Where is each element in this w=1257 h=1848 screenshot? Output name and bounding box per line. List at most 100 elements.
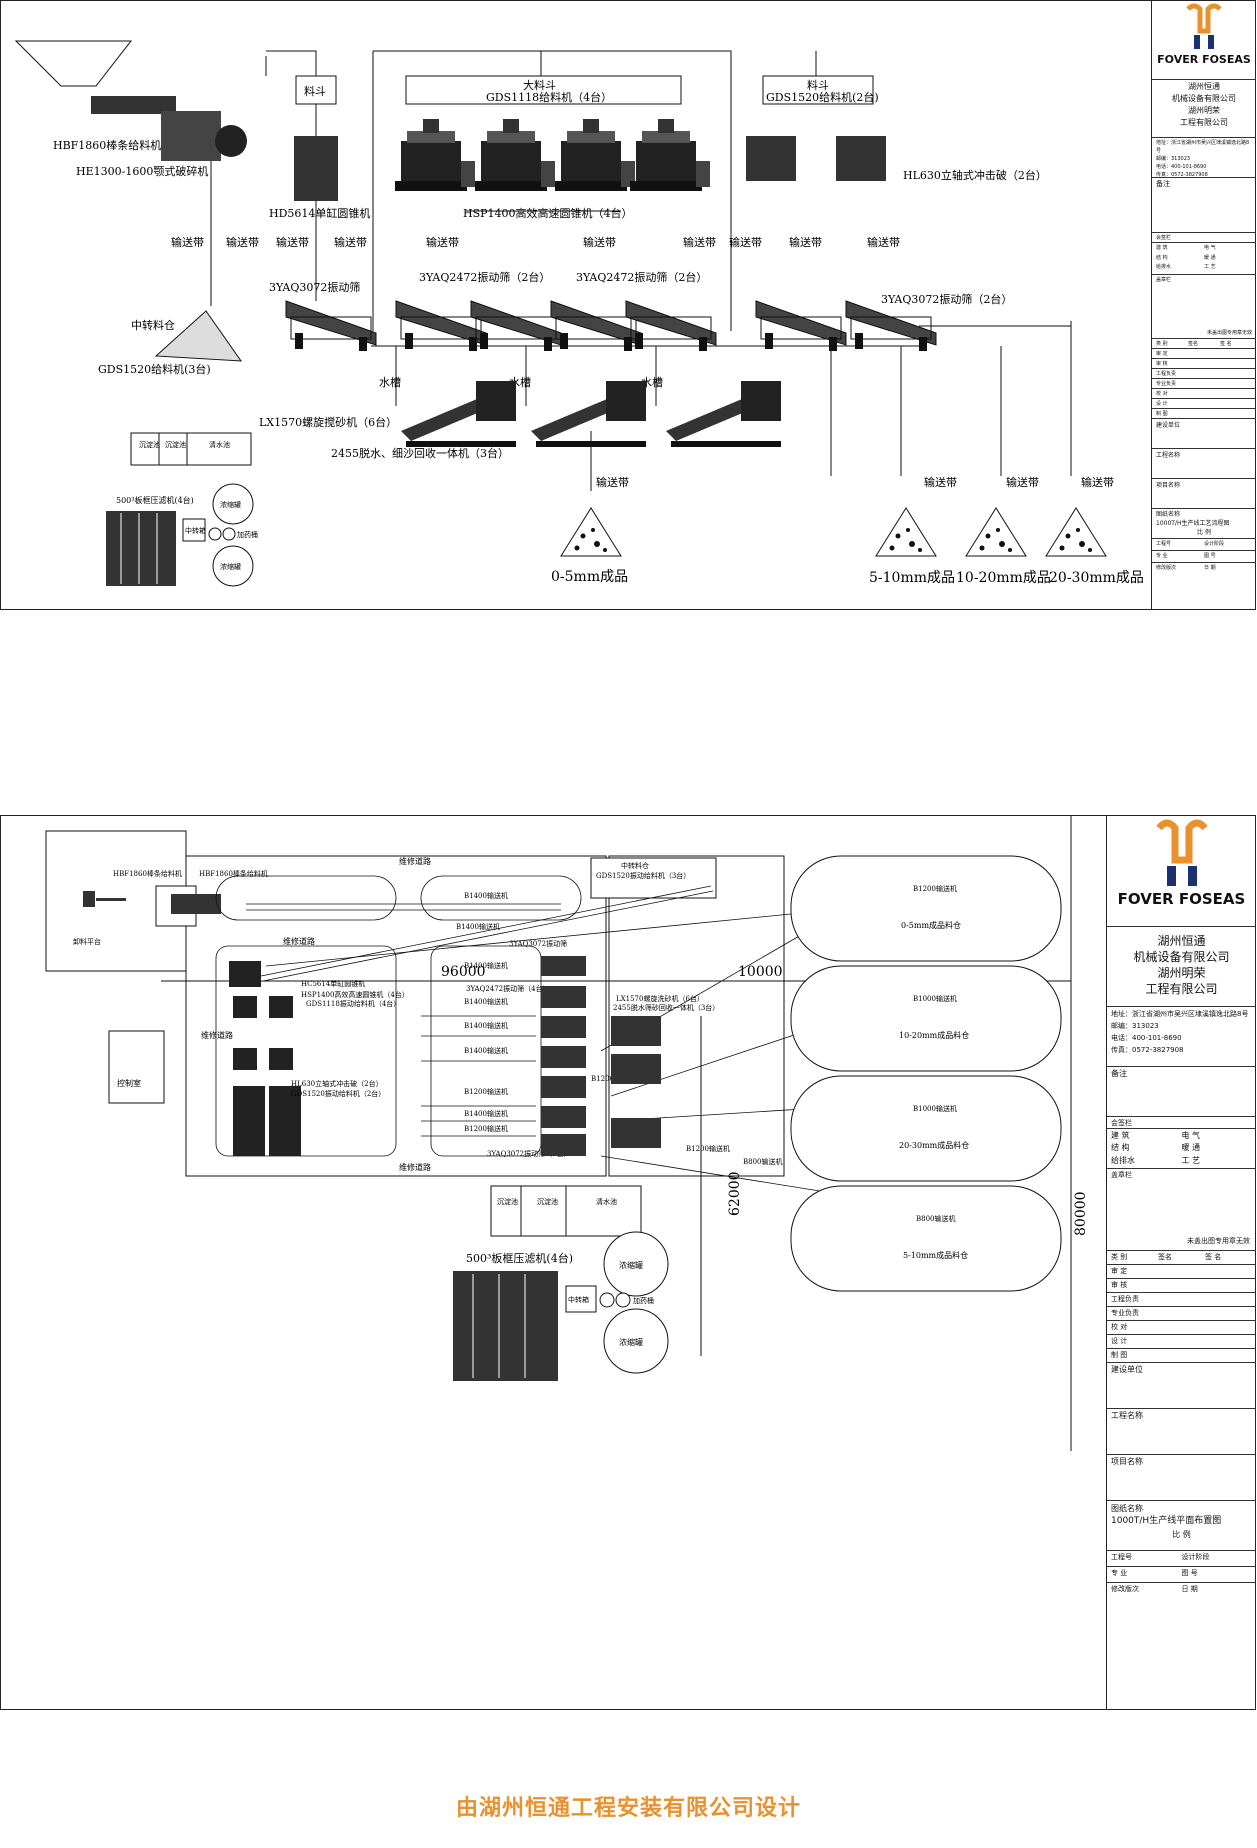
- hopper2-label: 料斗: [807, 78, 829, 92]
- big-hopper: [405, 75, 682, 105]
- belt-label: 输送带: [1006, 475, 1039, 489]
- thickener-plan-1: [603, 1231, 669, 1297]
- filter-plan-label: 500³板框压滤机(4台): [466, 1251, 573, 1265]
- platform-label: 卸料平台: [73, 937, 101, 946]
- project-field-2: 工程名称: [1107, 1409, 1256, 1455]
- control-room: [108, 1030, 165, 1104]
- gds1118-plan-label: GDS1118振动给料机（4台）: [306, 999, 400, 1008]
- yaq3072a-label: 3YAQ3072振动筛: [269, 280, 360, 294]
- dosing-label: 加药桶: [237, 530, 258, 539]
- filter-press-plan: [453, 1271, 558, 1381]
- screen-plan-label: 3YAQ3072振动筛: [509, 939, 567, 948]
- belt-label: 输送带: [226, 235, 259, 249]
- vsi-crusher-1: [746, 136, 796, 181]
- conveyor-label: B1400输送机: [456, 922, 500, 931]
- stamp-area: 盖章栏 未盖出图专用章无效: [1152, 275, 1256, 339]
- product-20-30: 20-30mm成品: [1049, 570, 1144, 586]
- thickener-1: [212, 483, 254, 525]
- plan-layout-diagram: 96000 10000 50000 62000 80000 HBF1860棒条给…: [45, 816, 1089, 1451]
- hsp-cone-3: [555, 119, 635, 191]
- transfer-bin-label: 中转料仓: [621, 861, 649, 870]
- transfer-box-label: 中转箱: [185, 526, 206, 535]
- product-5-10: 5-10mm成品: [869, 570, 955, 586]
- conveyor-label: B800输送机: [916, 1214, 956, 1223]
- yaq2472a-label: 3YAQ2472振动筛（2台）: [419, 270, 550, 284]
- road-label: 维修道路: [201, 1030, 233, 1040]
- screen-plan-label: 3YAQ3072振动筛（2台）: [487, 1149, 571, 1158]
- belt-label: 输送带: [683, 235, 716, 249]
- brand-name: FOVER FOSEAS: [1117, 890, 1246, 908]
- logo-area-2: FOVER FOSEAS: [1107, 816, 1256, 927]
- countersign: 会签栏: [1152, 233, 1256, 243]
- hsp-cone-2: [475, 119, 555, 191]
- water-label: 水槽: [379, 376, 401, 389]
- product-pile-3: [965, 507, 1027, 557]
- belt-label: 输送带: [729, 235, 762, 249]
- title-block-2: FOVER FOSEAS 湖州恒通机械设备有限公司 湖州明荣工程有限公司 地址：…: [1106, 816, 1256, 1709]
- gds1520-plan-label: GDS1520振动给料机（3台）: [596, 871, 690, 880]
- hsp-cone-1: [395, 119, 475, 191]
- company-logo-icon: [1186, 3, 1222, 49]
- belt-label: 输送带: [867, 235, 900, 249]
- remarks: 备注: [1152, 178, 1256, 233]
- company-names: 湖州恒通机械设备有限公司 湖州明荣工程有限公司: [1152, 80, 1256, 138]
- stamp-area-2: 盖章栏 未盖出图专用章无效: [1107, 1169, 1256, 1251]
- belt-label: 输送带: [789, 235, 822, 249]
- screens-column: [541, 956, 586, 1156]
- conveyor-label: B1400输送机: [464, 891, 508, 900]
- conveyor-label: B1200输送机: [686, 1144, 730, 1153]
- product-pile-1: [560, 507, 622, 557]
- belt-label: 输送带: [426, 235, 459, 249]
- project-field: 工程名称: [1152, 449, 1256, 479]
- hd-cone-crusher: [294, 136, 338, 201]
- conveyor-label: B1200输送机: [913, 884, 957, 893]
- belt-label: 输送带: [334, 235, 367, 249]
- water-label: 水槽: [641, 376, 663, 389]
- conveyor-label: B800输送机: [743, 1157, 783, 1166]
- hsp-plan-label: HSP1400高效高速圆锥机（4台）: [301, 990, 409, 999]
- dim-62000: 62000: [727, 1171, 743, 1216]
- settling-ponds: 沉淀池 沉淀池 清水池: [130, 432, 252, 466]
- transfer-bin-plan: [590, 857, 717, 899]
- product-pile-4: [1045, 507, 1107, 557]
- client-field: 建设单位: [1152, 419, 1256, 449]
- footer-credit: 由湖州恒通工程安装有限公司设计: [455, 1796, 801, 1821]
- screen-5: [625, 300, 717, 352]
- screen-6: [755, 300, 847, 352]
- thickener-2: [212, 545, 254, 587]
- thickener-label: 浓缩罐: [220, 500, 241, 509]
- vsi-crusher-2: [836, 136, 886, 181]
- svg-text:沉淀池: 沉淀池: [139, 440, 160, 449]
- gds1520b-label: GDS1520给料机(3台): [98, 362, 211, 376]
- screen-3: [470, 300, 562, 352]
- yaq2472b-label: 3YAQ2472振动筛（2台）: [576, 270, 707, 284]
- bar-feeder-plan: [171, 894, 221, 914]
- conveyor-label: B1400输送机: [464, 961, 508, 970]
- conveyor-label: B1200输送机: [464, 1124, 508, 1133]
- dim-10000: 10000: [738, 964, 783, 980]
- lx-plan-label: LX1570螺旋洗砂机（6台）: [616, 994, 704, 1003]
- screen-1: [285, 300, 377, 352]
- thickener-plan-label: 浓缩罐: [619, 1337, 643, 1347]
- discipline-grid-2: 建 筑电 气 结 构暖 通 给排水工 艺: [1107, 1129, 1256, 1169]
- hl630-plan-label: HL630立轴式冲击破（2台）: [291, 1079, 383, 1088]
- road-label: 维修道路: [283, 936, 315, 946]
- settling-ponds-plan: 沉淀池 沉淀池 清水池: [490, 1185, 642, 1237]
- road-label: 维修道路: [399, 856, 431, 866]
- big-hopper-label: 大料斗: [523, 78, 556, 92]
- company-names-2: 湖州恒通机械设备有限公司 湖州明荣工程有限公司: [1107, 927, 1256, 1007]
- dw-plan-label: 2455脱水筛砂回收一体机（3台）: [613, 1003, 719, 1012]
- item-field: 项目名称: [1152, 479, 1256, 509]
- svg-text:沉淀池: 沉淀池: [537, 1197, 558, 1206]
- discipline-grid: 建 筑电 气 结 构暖 通 给排水工 艺: [1152, 243, 1256, 275]
- bin-5-10: 5-10mm成品料仓: [903, 1250, 968, 1260]
- product-pile-2: [875, 507, 937, 557]
- road-label: 维修道路: [399, 1162, 431, 1172]
- company-logo-icon: [1155, 819, 1208, 886]
- hbf-outer-label: HBF1860棒条给料机: [113, 869, 182, 878]
- hopper1-label: 料斗: [304, 84, 326, 98]
- dim-96000: 96000: [441, 964, 486, 980]
